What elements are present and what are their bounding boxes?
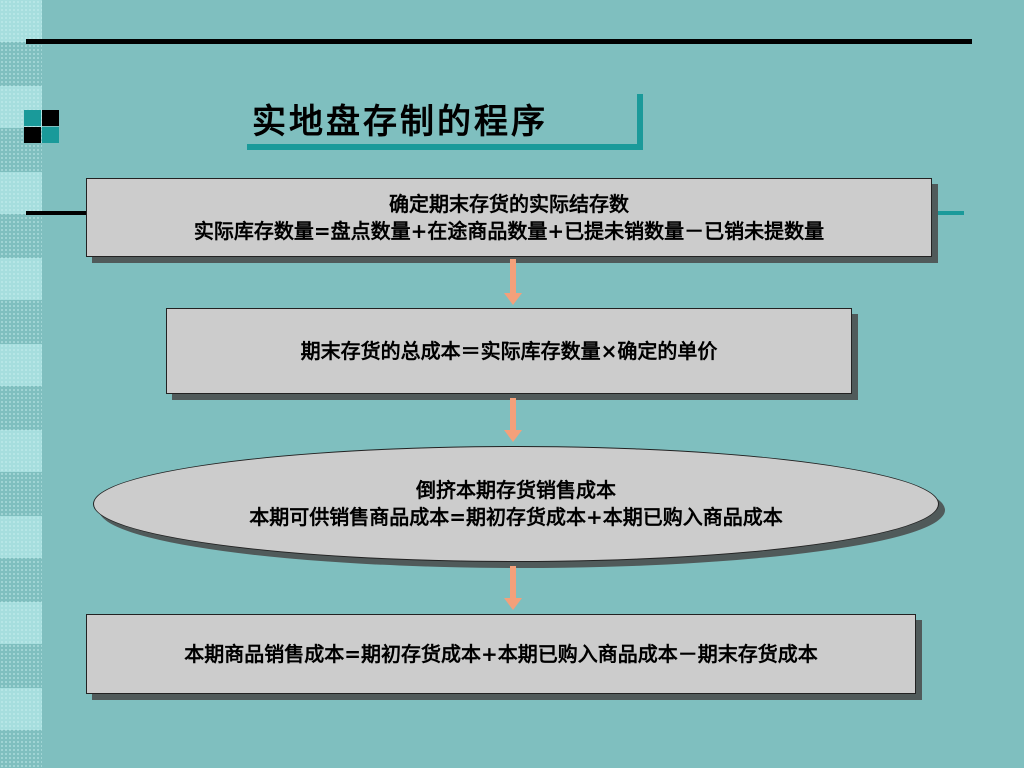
flow-step-3-line-2: 本期可供销售商品成本=期初存货成本+本期已购入商品成本 bbox=[249, 505, 783, 529]
flow-arrow-3 bbox=[504, 566, 522, 612]
top-divider-line bbox=[26, 39, 972, 44]
flow-arrow-1 bbox=[504, 259, 522, 307]
flow-step-3-line-1: 倒挤本期存货销售成本 bbox=[416, 478, 616, 502]
flow-step-4-line-1: 本期商品销售成本=期初存货成本+本期已购入商品成本－期末存货成本 bbox=[184, 641, 818, 666]
flow-step-1-line-2: 实际库存数量=盘点数量+在途商品数量+已提未销数量－已销未提数量 bbox=[193, 218, 825, 243]
left-divider-line bbox=[26, 211, 86, 215]
flow-step-1: 确定期末存货的实际结存数 实际库存数量=盘点数量+在途商品数量+已提未销数量－已… bbox=[86, 178, 932, 257]
flow-step-3: 倒挤本期存货销售成本 本期可供销售商品成本=期初存货成本+本期已购入商品成本 bbox=[93, 446, 939, 562]
title-frame bbox=[247, 94, 643, 150]
title-bullet-icon bbox=[24, 110, 60, 144]
flow-step-2-line-1: 期末存货的总成本＝实际库存数量×确定的单价 bbox=[300, 338, 718, 363]
flow-arrow-2 bbox=[504, 398, 522, 444]
flow-step-1-line-1: 确定期末存货的实际结存数 bbox=[389, 191, 629, 216]
flow-step-4: 本期商品销售成本=期初存货成本+本期已购入商品成本－期末存货成本 bbox=[86, 614, 916, 694]
flow-step-2: 期末存货的总成本＝实际库存数量×确定的单价 bbox=[166, 308, 852, 394]
right-divider-line bbox=[928, 211, 964, 215]
slide-title: 实地盘存制的程序 bbox=[252, 102, 548, 142]
